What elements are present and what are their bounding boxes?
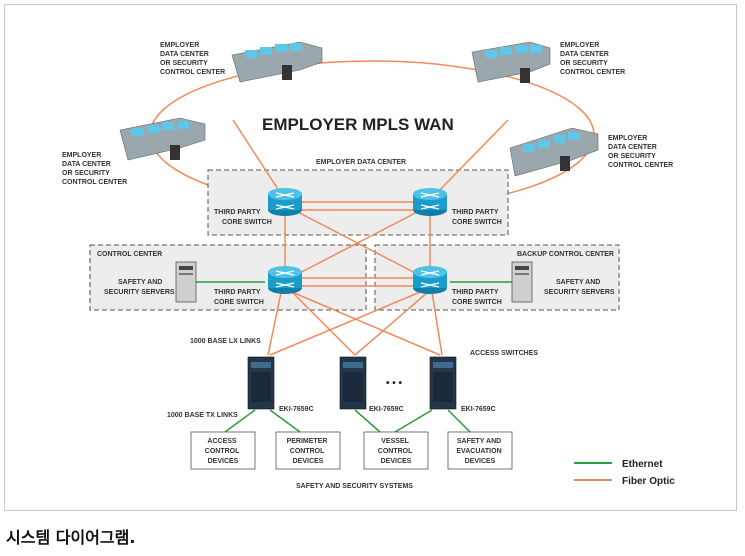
- ops-center-top-right: [471, 41, 551, 83]
- access-switch-model-1: EKI-7659C: [279, 406, 314, 413]
- access-switch-3: [429, 356, 457, 410]
- legend-ethernet-label: Ethernet: [622, 459, 663, 470]
- fiber-links-core: [232, 119, 509, 356]
- core-switch-dc-left: [268, 188, 302, 216]
- device-box-perimeter: [275, 431, 341, 470]
- ops-center-label-mid-right: EMPLOYER DATA CENTER OR SECURITY CONTROL…: [608, 135, 673, 169]
- core-switch-dc-right: [413, 188, 447, 216]
- device-box-vessel: [363, 431, 429, 470]
- core-switch-label-cc-right: THIRD PARTY CORE SWITCH: [452, 289, 502, 306]
- access-switches-label: ACCESS SWITCHES: [470, 350, 538, 357]
- device-label-safety: SAFETY AND EVACUATION DEVICES: [456, 438, 503, 465]
- ops-center-label-top-right: EMPLOYER DATA CENTER OR SECURITY CONTROL…: [560, 42, 625, 76]
- device-label-access: ACCESS CONTROL DEVICES: [205, 438, 241, 465]
- device-box-safety: [447, 431, 513, 470]
- ops-center-label-top-left: EMPLOYER DATA CENTER OR SECURITY CONTROL…: [160, 42, 225, 76]
- ops-center-mid-right: [509, 127, 599, 177]
- employer-data-center-label: EMPLOYER DATA CENTER: [316, 159, 406, 166]
- device-box-access: [190, 431, 256, 470]
- backup-control-center-label: BACKUP CONTROL CENTER: [517, 251, 614, 258]
- core-switch-label-cc-left: THIRD PARTY CORE SWITCH: [214, 289, 264, 306]
- wan-title: EMPLOYER MPLS WAN: [262, 115, 454, 134]
- network-diagram: EMPLOYER MPLS WAN EMPLOYER DATA CENTER O…: [62, 41, 675, 490]
- core-switch-label-dc-right: THIRD PARTY CORE SWITCH: [452, 209, 502, 226]
- caption: 시스템 다이어그램.: [6, 528, 136, 547]
- ops-center-top-left: [231, 41, 323, 83]
- access-switch-model-3: EKI-7659C: [461, 406, 496, 413]
- legend-fiber-label: Fiber Optic: [622, 476, 675, 487]
- tx-links-label: 1000 BASE TX LINKS: [167, 412, 238, 419]
- ellipsis: • • •: [386, 378, 403, 389]
- ethernet-links: [196, 281, 512, 433]
- access-switch-model-2: EKI-7659C: [369, 406, 404, 413]
- device-label-vessel: VESSEL CONTROL DEVICES: [378, 438, 414, 465]
- access-switch-2: [339, 356, 367, 410]
- server-right-icon: [511, 261, 533, 303]
- servers-label-right: SAFETY AND SECURITY SERVERS: [544, 279, 615, 296]
- ops-center-mid-left: [119, 117, 206, 161]
- ops-center-label-mid-left: EMPLOYER DATA CENTER OR SECURITY CONTROL…: [62, 152, 127, 186]
- device-label-perimeter: PERIMETER CONTROL DEVICES: [287, 438, 330, 465]
- core-switch-label-dc-left: THIRD PARTY CORE SWITCH: [214, 209, 272, 226]
- server-left-icon: [175, 261, 197, 303]
- core-switch-cc-left: [268, 266, 302, 294]
- servers-label-left: SAFETY AND SECURITY SERVERS: [104, 279, 175, 296]
- systems-label: SAFETY AND SECURITY SYSTEMS: [296, 483, 413, 490]
- access-switch-1: [247, 356, 275, 410]
- backup-control-center-box: [374, 244, 620, 311]
- lx-links-label: 1000 BASE LX LINKS: [190, 338, 261, 345]
- control-center-label: CONTROL CENTER: [97, 251, 162, 258]
- core-switch-cc-right: [413, 266, 447, 294]
